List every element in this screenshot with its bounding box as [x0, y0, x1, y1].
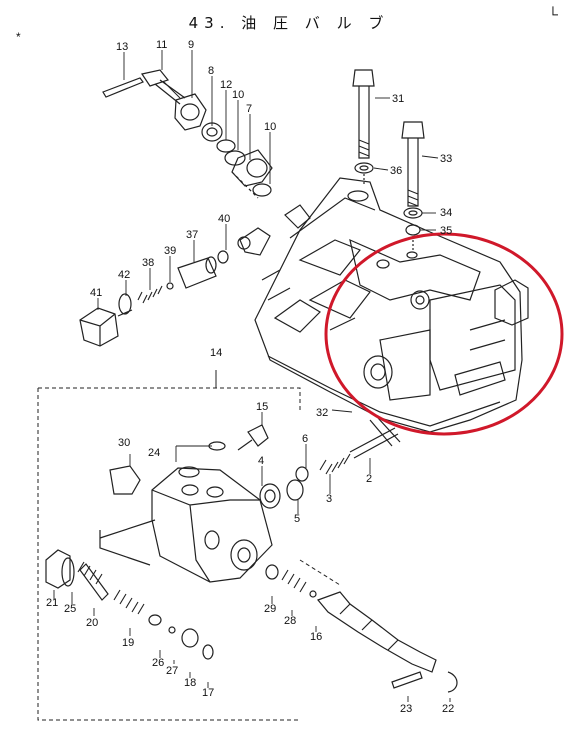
part-label-21: 21: [46, 597, 58, 609]
part-label-36: 36: [390, 165, 402, 177]
part-label-32: 32: [316, 407, 328, 419]
page-title: 43. 油 圧 バ ル ブ: [188, 14, 390, 32]
part-label-20: 20: [86, 617, 98, 629]
lower-right-spool: [265, 564, 458, 693]
part-label-37: 37: [186, 229, 198, 241]
part-label-28: 28: [284, 615, 296, 627]
dot-mark: *: [16, 30, 21, 44]
part-label-19: 19: [122, 637, 134, 649]
part-label-10b: 10: [264, 121, 276, 133]
part-label-35: 35: [440, 225, 452, 237]
top-spool-assembly: [102, 69, 273, 199]
part-label-8: 8: [208, 65, 214, 77]
part-label-24: 24: [148, 447, 160, 459]
part-label-12: 12: [220, 79, 232, 91]
part-label-7: 7: [246, 103, 252, 115]
part-label-38: 38: [142, 257, 154, 269]
part-label-17: 17: [202, 687, 214, 699]
part-label-4: 4: [258, 455, 264, 467]
part-label-14: 14: [210, 347, 222, 359]
part-label-6: 6: [302, 433, 308, 445]
valve-body-main: [237, 177, 529, 433]
part-label-29: 29: [264, 603, 276, 615]
part-label-15: 15: [256, 401, 268, 413]
part-label-3: 3: [326, 493, 332, 505]
part-label-39: 39: [164, 245, 176, 257]
part-label-31: 31: [392, 93, 404, 105]
leader-lines: [53, 50, 451, 702]
part-label-10a: 10: [232, 89, 244, 101]
part-label-27: 27: [166, 665, 178, 677]
part-label-11: 11: [156, 39, 167, 51]
part-label-25: 25: [64, 603, 76, 615]
part-label-9: 9: [188, 39, 194, 51]
part-label-26: 26: [152, 657, 164, 669]
part-label-13: 13: [116, 41, 128, 53]
part-label-16: 16: [310, 631, 322, 643]
highlight-circle: [324, 232, 564, 436]
part-label-2: 2: [366, 473, 372, 485]
spool-spring-group-right: [259, 417, 401, 509]
part-label-42: 42: [118, 269, 130, 281]
lower-left-parts: [45, 549, 214, 660]
part-label-40: 40: [218, 213, 230, 225]
part-label-5: 5: [294, 513, 300, 525]
corner-mark: └: [548, 6, 558, 22]
assembly-14-outline: [37, 370, 341, 721]
part-label-18: 18: [184, 677, 196, 689]
relief-valve-assembly: [79, 250, 229, 347]
part-label-34: 34: [440, 207, 452, 219]
part-label-22: 22: [442, 703, 454, 715]
part-label-41: 41: [90, 287, 102, 299]
bolts-and-washers: [352, 69, 425, 250]
part-label-23: 23: [400, 703, 412, 715]
part-labels: 13 11 9 8 12 10 7 10 31 36 33 34 35 40 3…: [46, 39, 454, 715]
part-label-30: 30: [118, 437, 130, 449]
part-label-33: 33: [440, 153, 452, 165]
